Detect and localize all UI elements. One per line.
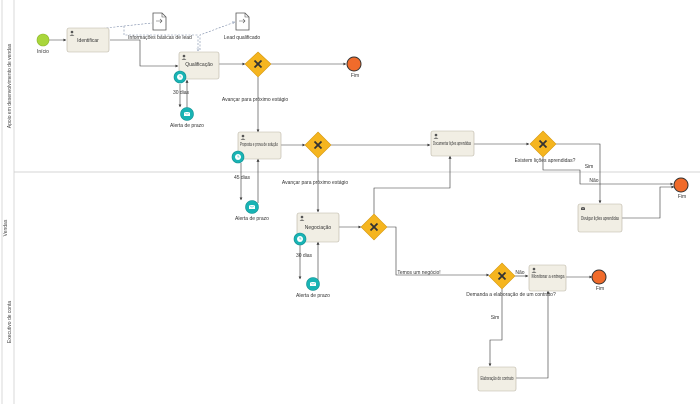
data-object-info-lead: Informações básicas de lead xyxy=(128,12,192,41)
data-object-info-lead-label: Informações básicas de lead xyxy=(128,35,192,41)
flow-label-temos: Temos um negócio! xyxy=(397,270,440,276)
end-event-3-label: Fim xyxy=(596,286,604,292)
flow-gw5-elaboracao xyxy=(488,289,503,367)
timer-event-1: 30 dias xyxy=(173,70,190,96)
task-documentar-label: Documentar lições aprendidas xyxy=(433,141,471,147)
task-identificar-label: Identificar xyxy=(77,38,99,44)
flow-identificar-qualificacao xyxy=(110,39,179,68)
flow-gw3-sim-fim xyxy=(542,157,674,186)
alert-event-3: Alerta de prazo xyxy=(296,277,330,299)
task-elaboracao[interactable]: Elaboração do contrato xyxy=(477,366,517,392)
gateway-5 xyxy=(488,262,516,290)
data-object-lead-qualificado-label: Lead qualificado xyxy=(224,35,261,41)
flow-label-avancar-1: Avançar para próximo estágio xyxy=(222,97,289,103)
alert-event-2: Alerta de prazo xyxy=(235,200,269,222)
end-event-1: Fim xyxy=(346,56,362,79)
task-negociacao[interactable]: Negociação xyxy=(296,212,340,243)
timer-3-label: 30 dias xyxy=(296,253,313,259)
envelope-icon xyxy=(183,111,191,116)
end-event-2-label: Fim xyxy=(678,194,686,200)
timer-event-2: 45 dias xyxy=(231,150,251,181)
flow-elaboracao-monitorar xyxy=(516,290,550,379)
data-object-lead-qualificado: Lead qualificado xyxy=(224,12,261,41)
envelope-icon xyxy=(309,281,317,286)
clock-icon xyxy=(297,236,303,242)
flow-gw4-documentar xyxy=(373,155,452,214)
user-icon xyxy=(531,267,537,273)
send-icon xyxy=(580,206,586,210)
task-documentar[interactable]: Documentar lições aprendidas xyxy=(430,130,475,157)
alert-3-label: Alerta de prazo xyxy=(296,293,330,299)
task-divulgar-label: Divulgar lições aprendidas xyxy=(581,216,619,222)
flow-label-sim-1: Sim xyxy=(585,164,594,170)
task-divulgar[interactable]: Divulgar lições aprendidas xyxy=(577,203,623,233)
lane-label-apoio: Apoio em desenvolvimento de vendas xyxy=(7,43,13,128)
envelope-icon xyxy=(248,204,256,209)
start-event: Início xyxy=(36,33,50,55)
task-monitorar-label: Monitorar a entrega xyxy=(532,274,565,280)
pool-label: Vendas xyxy=(3,219,9,236)
flow-label-sim-2: Sim xyxy=(491,315,500,321)
flow-divulgar-fim xyxy=(622,185,675,219)
clock-icon xyxy=(177,74,183,80)
end-event-2: Fim xyxy=(673,177,689,200)
gateway-4 xyxy=(360,213,388,241)
user-icon xyxy=(299,215,305,221)
flow-label-demanda: Demanda a elaboração de um contrato? xyxy=(466,292,556,298)
gateway-1 xyxy=(244,51,272,78)
document-icon xyxy=(152,12,167,31)
flow-label-nao-2: Não xyxy=(515,270,524,276)
gateway-2 xyxy=(304,131,332,159)
user-icon xyxy=(240,134,246,140)
task-elaboracao-label: Elaboração do contrato xyxy=(481,376,514,382)
flow-gw4-gw5 xyxy=(387,226,490,277)
task-monitorar[interactable]: Monitorar a entrega xyxy=(528,264,567,292)
assoc-info-lead-qualificacao xyxy=(123,26,198,51)
document-icon xyxy=(235,12,250,31)
clock-icon xyxy=(235,154,241,160)
flow-label-existem: Existem lições aprendidas? xyxy=(515,158,576,164)
task-identificar[interactable]: Identificar xyxy=(66,27,110,53)
flow-gw3-nao-divulgar xyxy=(556,143,602,204)
alert-1-label: Alerta de prazo xyxy=(170,123,204,129)
timer-event-3: 30 dias xyxy=(293,232,313,259)
task-qualificacao-label: Qualificação xyxy=(185,62,213,68)
task-qualificacao[interactable]: Qualificação xyxy=(178,51,220,80)
end-event-1-label: Fim xyxy=(351,73,359,79)
task-negociacao-label: Negociação xyxy=(305,225,332,231)
start-event-label: Início xyxy=(37,49,49,55)
gateway-3 xyxy=(529,130,557,158)
user-icon xyxy=(69,30,75,36)
flow-label-avancar-2: Avançar para próximo estágio xyxy=(282,180,349,186)
user-icon xyxy=(181,54,187,60)
user-icon xyxy=(433,133,439,139)
task-proposta-label: Proposta e prova de solução xyxy=(240,142,278,148)
lane-label-executivo: Executivo de conta xyxy=(7,301,13,343)
alert-event-1: Alerta de prazo xyxy=(170,107,204,129)
flow-labels: Avançar para próximo estágio Avançar par… xyxy=(222,97,599,321)
sequence-flows xyxy=(49,38,675,379)
task-proposta[interactable]: Proposta e prova de solução xyxy=(237,131,282,160)
flow-label-nao-1: Não xyxy=(589,178,598,184)
timer-2-label: 45 dias xyxy=(234,175,251,181)
alert-2-label: Alerta de prazo xyxy=(235,216,269,222)
assoc-qualificacao-lead-qualificado xyxy=(199,22,235,50)
end-event-3: Fim xyxy=(591,269,607,292)
timer-1-label: 30 dias xyxy=(173,90,190,96)
